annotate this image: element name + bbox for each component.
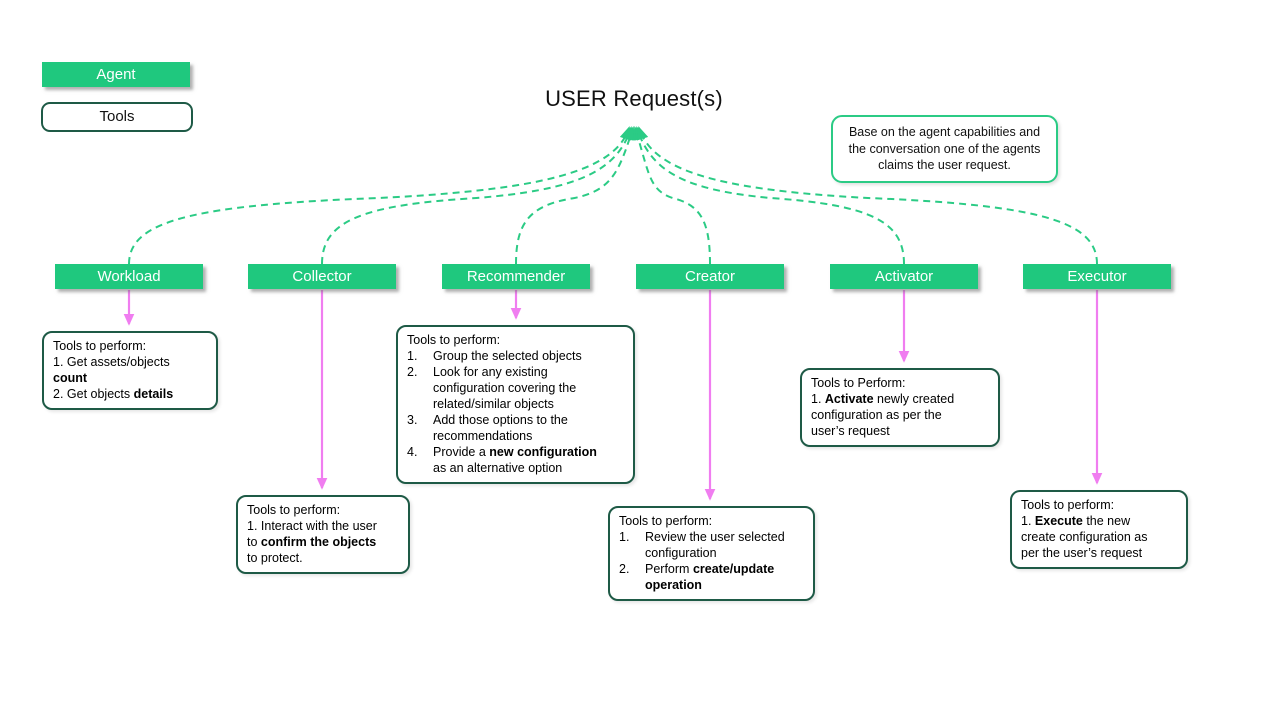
tools-line: Tools to perform:	[53, 339, 147, 353]
tools-box-workload: Tools to perform: 1. Get assets/objects co…	[42, 331, 218, 410]
legend-agent-label: Agent	[96, 66, 136, 83]
legend-tools-shape: Tools	[41, 102, 193, 132]
tools-box-activator: Tools to Perform: 1. Activate newly creat…	[800, 368, 1000, 447]
agent-box-executor: Executor	[1023, 264, 1171, 289]
agent-box-collector: Collector	[248, 264, 396, 289]
agent-label-creator: Creator	[684, 268, 736, 285]
tools-line: configuration as per the	[811, 408, 942, 422]
diagram-title: USER Request(s)	[545, 86, 723, 111]
tools-line: 1. Interact with the user	[247, 519, 377, 533]
tools-line: Tools to perform:	[1021, 498, 1115, 512]
tools-line: 2.Perform create/update	[619, 562, 775, 576]
legend-agent-shape: Agent	[42, 62, 190, 87]
tools-line: per the user’s request	[1021, 546, 1143, 560]
tools-line: 4.Provide a new configuration	[407, 445, 597, 459]
tools-line: user’s request	[811, 424, 890, 438]
tools-line: operation	[645, 578, 702, 592]
tools-line: Tools to perform:	[407, 333, 501, 347]
claim-curve-collector	[321, 126, 634, 265]
tools-line: Tools to Perform:	[811, 376, 906, 390]
tools-line: to protect.	[247, 551, 303, 565]
tools-line: create configuration as	[1021, 530, 1148, 544]
claim-note: Base on the agent capabilities and the c…	[831, 115, 1058, 183]
tools-line: 2.Look for any existing	[407, 365, 548, 379]
tools-line: Tools to perform:	[247, 503, 341, 517]
tools-line: count	[53, 371, 88, 385]
agent-box-creator: Creator	[636, 264, 784, 289]
tools-box-recommender: Tools to perform: 1.Group the selected ob…	[396, 325, 635, 484]
tools-line: as an alternative option	[433, 461, 563, 475]
tools-line: 3.Add those options to the	[407, 413, 568, 427]
agent-box-recommender: Recommender	[442, 264, 590, 289]
agent-label-collector: Collector	[292, 268, 352, 285]
tools-line: configuration	[645, 546, 717, 560]
tools-line: Tools to perform:	[619, 514, 713, 528]
tools-line: 1.Review the user selected	[619, 530, 785, 544]
agent-label-activator: Activator	[874, 268, 934, 285]
tools-line: 1. Activate newly created	[811, 392, 955, 406]
claim-curve-creator	[632, 126, 711, 265]
tools-line: to confirm the objects	[247, 535, 377, 549]
tools-box-creator: Tools to perform: 1.Review the user selec…	[608, 506, 815, 601]
tools-line: related/similar objects	[433, 397, 554, 411]
agent-label-workload: Workload	[97, 268, 161, 285]
agent-box-activator: Activator	[830, 264, 978, 289]
tools-line: recommendations	[433, 429, 533, 443]
tools-line: configuration covering the	[433, 381, 577, 395]
agent-label-recommender: Recommender	[466, 268, 566, 285]
agent-label-executor: Executor	[1067, 268, 1127, 285]
claim-curve-workload	[128, 126, 632, 265]
tools-line: 1. Execute the new	[1021, 514, 1131, 528]
claim-curve-recommender	[515, 126, 636, 265]
tools-line: 1. Get assets/objects	[53, 355, 170, 369]
tools-line: 1.Group the selected objects	[407, 349, 582, 363]
agent-box-workload: Workload	[55, 264, 203, 289]
tools-box-executor: Tools to perform: 1. Execute the new creat…	[1010, 490, 1188, 569]
tools-box-collector: Tools to perform: 1. Interact with the us…	[236, 495, 410, 574]
tools-line: 2. Get objects details	[53, 387, 174, 401]
legend-tools-label: Tools	[99, 108, 135, 125]
